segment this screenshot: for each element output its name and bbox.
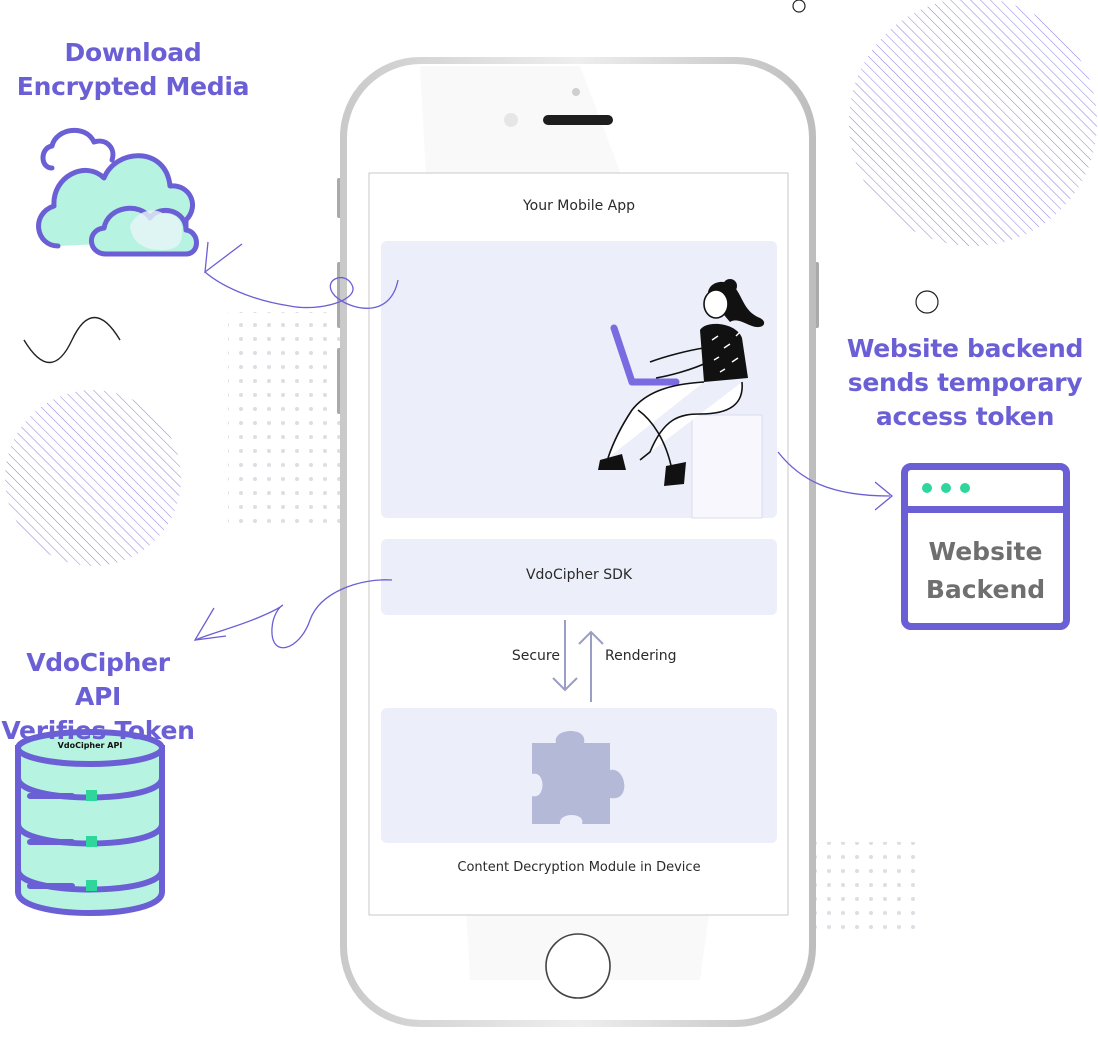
api-label-line-2: Verifies Token (1, 716, 195, 745)
browser-line-1: Website (928, 537, 1043, 566)
download-label-line-2: Encrypted Media (16, 72, 250, 101)
connector-to-api (194, 579, 393, 649)
phone-home-button (545, 933, 611, 999)
sdk-label: VdoCipher SDK (525, 567, 633, 583)
browser-content: Website Backend (908, 513, 1063, 609)
app-title: Your Mobile App (522, 198, 636, 214)
backend-label: Website backend sends temporary access t… (838, 332, 1092, 434)
browser-line-2: Backend (925, 575, 1046, 604)
small-circle-top (792, 0, 806, 13)
backend-label-line-1: Website backend (846, 334, 1084, 363)
backend-label-line-2: sends temporary (847, 368, 1083, 397)
browser-dot-1 (922, 483, 932, 493)
browser-dot-2 (941, 483, 951, 493)
dot-grid-bottom-right (816, 842, 922, 934)
sdk-panel (381, 539, 777, 615)
connector-to-cloud-arrowhead (204, 241, 243, 274)
api-label: VdoCipher API Verifies Token (0, 646, 196, 748)
browser-dot-3 (960, 483, 970, 493)
browser-title-bar (908, 470, 1063, 513)
cdm-label: Content Decryption Module in Device (457, 860, 701, 875)
download-label: Download Encrypted Media (0, 36, 266, 104)
download-label-line-1: Download (64, 38, 202, 67)
connector-to-backend (777, 451, 891, 497)
phone-sensor (572, 88, 580, 96)
phone-front-camera (504, 113, 518, 127)
wave-squiggle (23, 316, 121, 364)
small-circle-right (915, 290, 939, 314)
secure-label: Secure (511, 648, 560, 664)
connector-to-backend-arrowhead (874, 481, 894, 511)
connector-to-api-arrowhead (193, 607, 227, 641)
secure-arrow-down (552, 620, 578, 692)
rendering-label: Rendering (605, 648, 677, 664)
api-label-line-1: VdoCipher API (26, 648, 170, 711)
hatched-circle-top-right (849, 0, 1097, 246)
rendering-arrow-up (578, 630, 604, 702)
hatched-circle-left (5, 390, 181, 566)
browser-window-icon: Website Backend (901, 463, 1070, 630)
database-label: VdoCipher API (57, 741, 123, 750)
dot-grid-left (228, 312, 346, 530)
phone-speaker (543, 115, 613, 125)
connector-to-cloud (204, 271, 399, 309)
backend-label-line-3: access token (875, 402, 1055, 431)
